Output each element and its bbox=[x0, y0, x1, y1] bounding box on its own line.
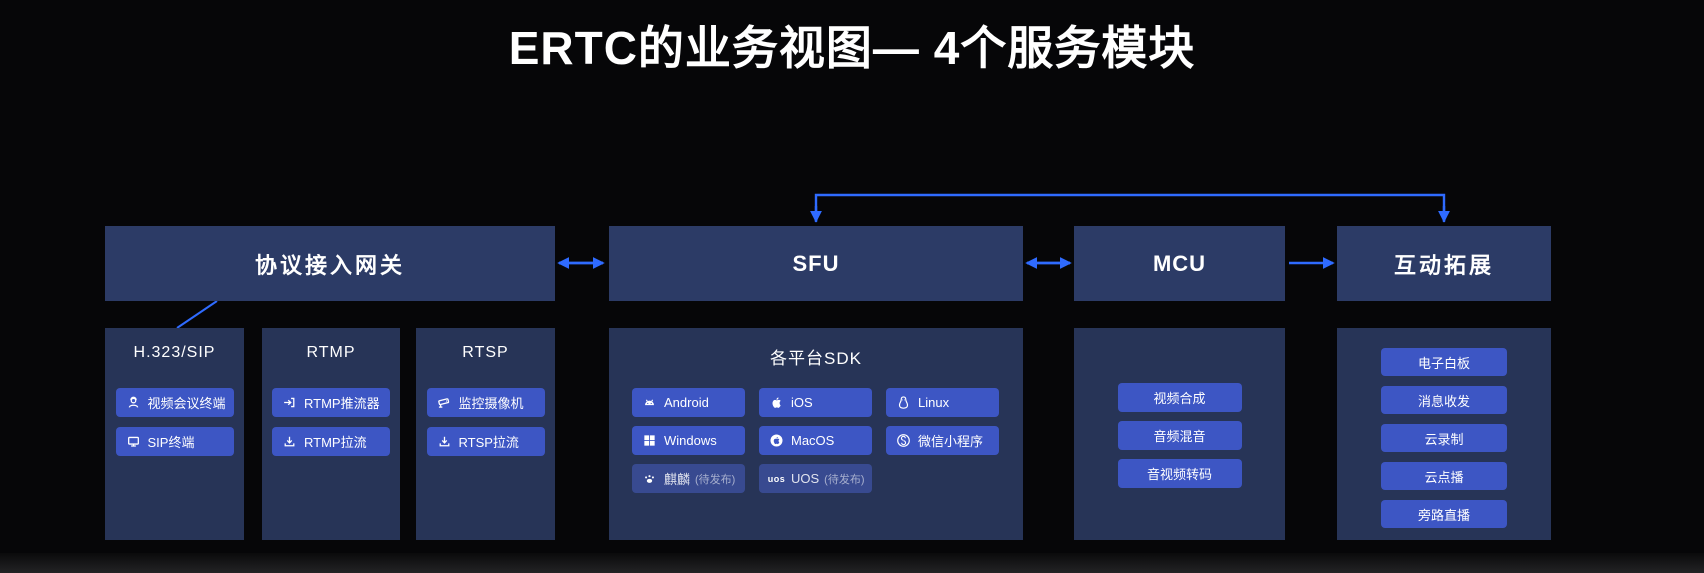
uos-logo-text: uos bbox=[767, 473, 786, 484]
header-sfu-label: SFU bbox=[792, 250, 840, 276]
node-video-compositing: 视频合成 bbox=[1117, 383, 1242, 412]
header-gateway-label: 协议接入网关 bbox=[254, 252, 405, 278]
panel-sdk-title: 各平台SDK bbox=[770, 349, 862, 368]
node-label: 微信小程序 bbox=[918, 434, 984, 449]
pull-stream-icon bbox=[282, 434, 297, 449]
video-conference-terminal-icon bbox=[126, 395, 141, 410]
kylin-icon bbox=[642, 471, 657, 486]
panel-extension: 电子白板 消息收发 云录制 云点播 旁路直播 bbox=[1337, 328, 1551, 540]
node-label: 云录制 bbox=[1424, 431, 1464, 447]
node-cloud-vod: 云点播 bbox=[1381, 462, 1507, 490]
node-label: MacOS bbox=[791, 433, 835, 448]
node-label: 电子白板 bbox=[1417, 355, 1470, 371]
node-ios-sdk: iOS bbox=[759, 388, 872, 417]
node-android-sdk: Android bbox=[632, 388, 745, 417]
macos-icon bbox=[769, 433, 784, 448]
panel-rtsp-title: RTSP bbox=[462, 344, 509, 361]
node-kylin-sdk: 麒麟 (待发布) bbox=[632, 464, 745, 493]
header-sfu: SFU bbox=[609, 226, 1023, 301]
node-label: SIP终端 bbox=[147, 435, 195, 450]
panel-rtmp: RTMP RTMP推流器 bbox=[262, 328, 400, 540]
node-linux-sdk: Linux bbox=[886, 388, 999, 417]
header-extension-label: 互动拓展 bbox=[1393, 252, 1494, 278]
line-gateway-h323sip bbox=[176, 300, 218, 329]
node-pending-suffix: (待发布) bbox=[695, 473, 736, 486]
panel-rtsp: RTSP 监控摄像机 bbox=[416, 328, 555, 540]
node-messaging: 消息收发 bbox=[1381, 386, 1507, 414]
node-surveillance-camera: 监控摄像机 bbox=[426, 388, 545, 417]
header-gateway: 协议接入网关 bbox=[105, 226, 555, 301]
node-label: UOS bbox=[791, 471, 820, 486]
header-mcu: MCU bbox=[1074, 226, 1285, 301]
node-rtsp-pull: RTSP拉流 bbox=[426, 427, 545, 456]
node-rtmp-pusher: RTMP推流器 bbox=[272, 388, 390, 417]
node-macos-sdk: MacOS bbox=[759, 426, 872, 455]
node-audio-mixing: 音频混音 bbox=[1117, 421, 1242, 450]
node-av-transcoding: 音视频转码 bbox=[1117, 459, 1242, 488]
bottom-strip bbox=[0, 553, 1704, 573]
surveillance-camera-icon bbox=[437, 395, 452, 410]
apple-icon bbox=[769, 395, 784, 410]
node-uos-sdk: uos UOS (待发布) bbox=[759, 464, 872, 493]
header-extension: 互动拓展 bbox=[1337, 226, 1551, 301]
arrow-top-loop bbox=[814, 193, 1446, 222]
uos-logo-icon: uos bbox=[767, 471, 786, 486]
node-label: 音视频转码 bbox=[1146, 467, 1212, 482]
node-label: 消息收发 bbox=[1417, 393, 1470, 409]
node-label: 视频合成 bbox=[1153, 391, 1206, 406]
node-windows-sdk: Windows bbox=[632, 426, 745, 455]
node-video-conference-terminal: 视频会议终端 bbox=[115, 388, 234, 417]
push-stream-icon bbox=[282, 395, 297, 410]
node-bypass-live: 旁路直播 bbox=[1381, 500, 1507, 528]
node-label: RTSP拉流 bbox=[458, 435, 519, 450]
node-cloud-recording: 云录制 bbox=[1381, 424, 1507, 452]
panel-mcu: 视频合成 音频混音 音视频转码 bbox=[1074, 328, 1285, 540]
panel-sdk: 各平台SDK Android bbox=[609, 328, 1023, 540]
sip-terminal-icon bbox=[126, 434, 141, 449]
node-label: iOS bbox=[791, 395, 813, 410]
header-mcu-label: MCU bbox=[1152, 250, 1207, 276]
node-label: RTMP拉流 bbox=[304, 435, 367, 450]
node-label: 音频混音 bbox=[1153, 429, 1206, 444]
node-pending-suffix: (待发布) bbox=[824, 473, 865, 486]
windows-icon bbox=[642, 433, 657, 448]
node-label: 旁路直播 bbox=[1417, 507, 1470, 523]
node-whiteboard: 电子白板 bbox=[1381, 348, 1507, 376]
page-title: ERTC的业务视图— 4个服务模块 bbox=[508, 22, 1196, 74]
node-label: RTMP推流器 bbox=[304, 396, 380, 411]
node-label: 监控摄像机 bbox=[458, 396, 524, 411]
node-label: 云点播 bbox=[1424, 469, 1464, 485]
node-label: Android bbox=[664, 395, 709, 410]
node-label: 麒麟 bbox=[664, 472, 691, 487]
node-rtmp-pull: RTMP拉流 bbox=[272, 427, 390, 456]
linux-icon bbox=[896, 395, 911, 410]
panel-h323-sip: H.323/SIP 视频会议终端 bbox=[105, 328, 244, 540]
node-label: Linux bbox=[918, 395, 950, 410]
node-wechat-miniprogram-sdk: 微信小程序 bbox=[886, 426, 999, 455]
wechat-miniprogram-icon bbox=[896, 433, 911, 448]
node-label: 视频会议终端 bbox=[147, 396, 226, 411]
panel-h323-sip-title: H.323/SIP bbox=[133, 344, 216, 361]
panel-rtmp-title: RTMP bbox=[306, 344, 356, 361]
pull-stream-icon bbox=[437, 434, 452, 449]
node-sip-terminal: SIP终端 bbox=[115, 427, 234, 456]
android-icon bbox=[642, 395, 657, 410]
node-label: Windows bbox=[664, 433, 717, 448]
